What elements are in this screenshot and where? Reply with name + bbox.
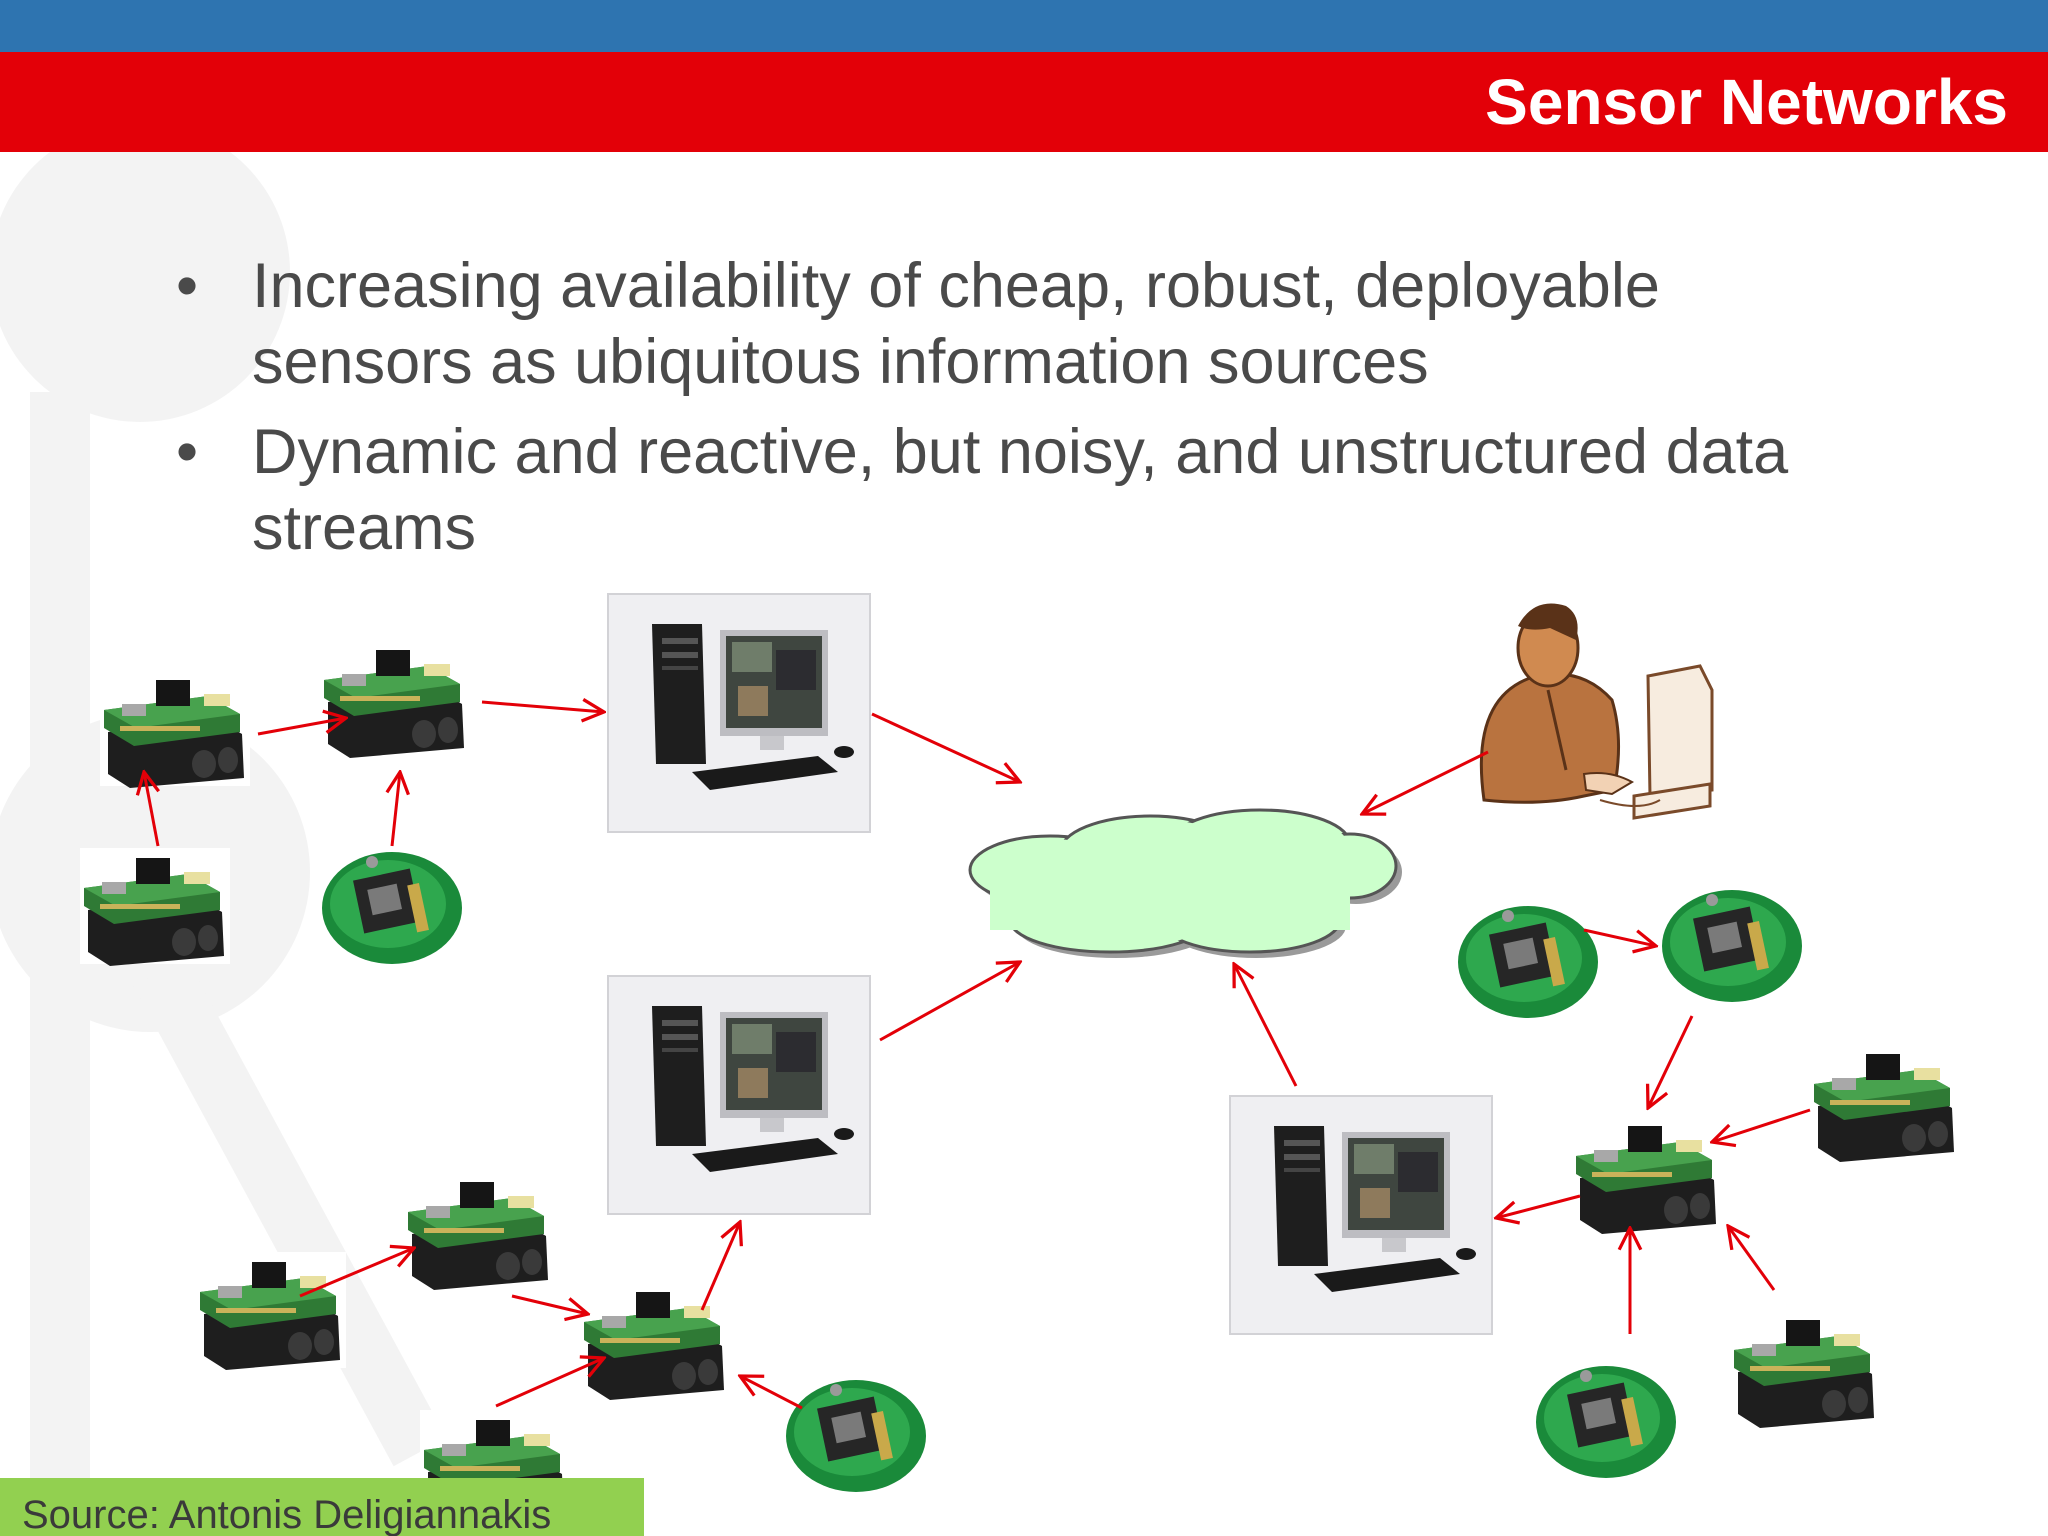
internet-cloud-icon [970,810,1402,958]
sensor-node-icon [1662,890,1802,1002]
sensor-board-icon [196,1252,346,1370]
server-computer-icon [1230,1096,1492,1334]
user-at-computer-icon [1481,604,1712,819]
sensor-board-icon [1730,1310,1880,1428]
sensor-board-icon [1810,1044,1960,1162]
sensor-board-icon [320,640,470,758]
sensor-board-icon [1572,1116,1722,1234]
sensor-node-icon [786,1380,926,1492]
data-flow-arrows [144,702,1810,1408]
sensor-node-icon [322,852,462,964]
server-computer-icon [608,594,870,832]
source-label: Source: Antonis Deligiannakis [0,1478,644,1536]
sensor-board-icon [80,848,230,966]
sensor-node-icon [1458,906,1598,1018]
sensor-board-icon [404,1172,554,1290]
server-computer-icon [608,976,870,1214]
sensor-board-icon [100,670,250,788]
sensor-node-icon [1536,1366,1676,1478]
